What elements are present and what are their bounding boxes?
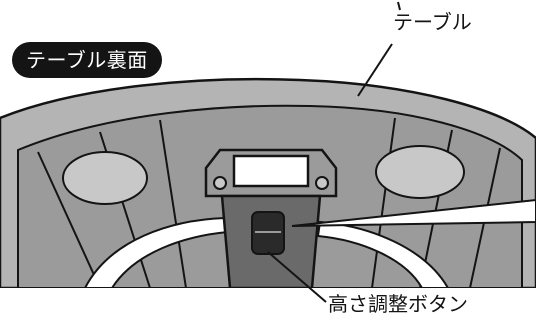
table-callout-label: テーブル	[393, 10, 472, 34]
left-recess	[62, 151, 148, 205]
release-lever	[291, 198, 536, 227]
left-screw	[213, 176, 227, 190]
height-button-callout-label: 高さ調整ボタン	[328, 292, 468, 316]
callout-leader-lines	[267, 1, 401, 303]
mount-plate	[232, 154, 310, 188]
right-screw	[315, 176, 329, 190]
section-label: テーブル裏面	[12, 42, 162, 78]
right-recess	[375, 145, 465, 199]
right-frame	[316, 220, 450, 288]
